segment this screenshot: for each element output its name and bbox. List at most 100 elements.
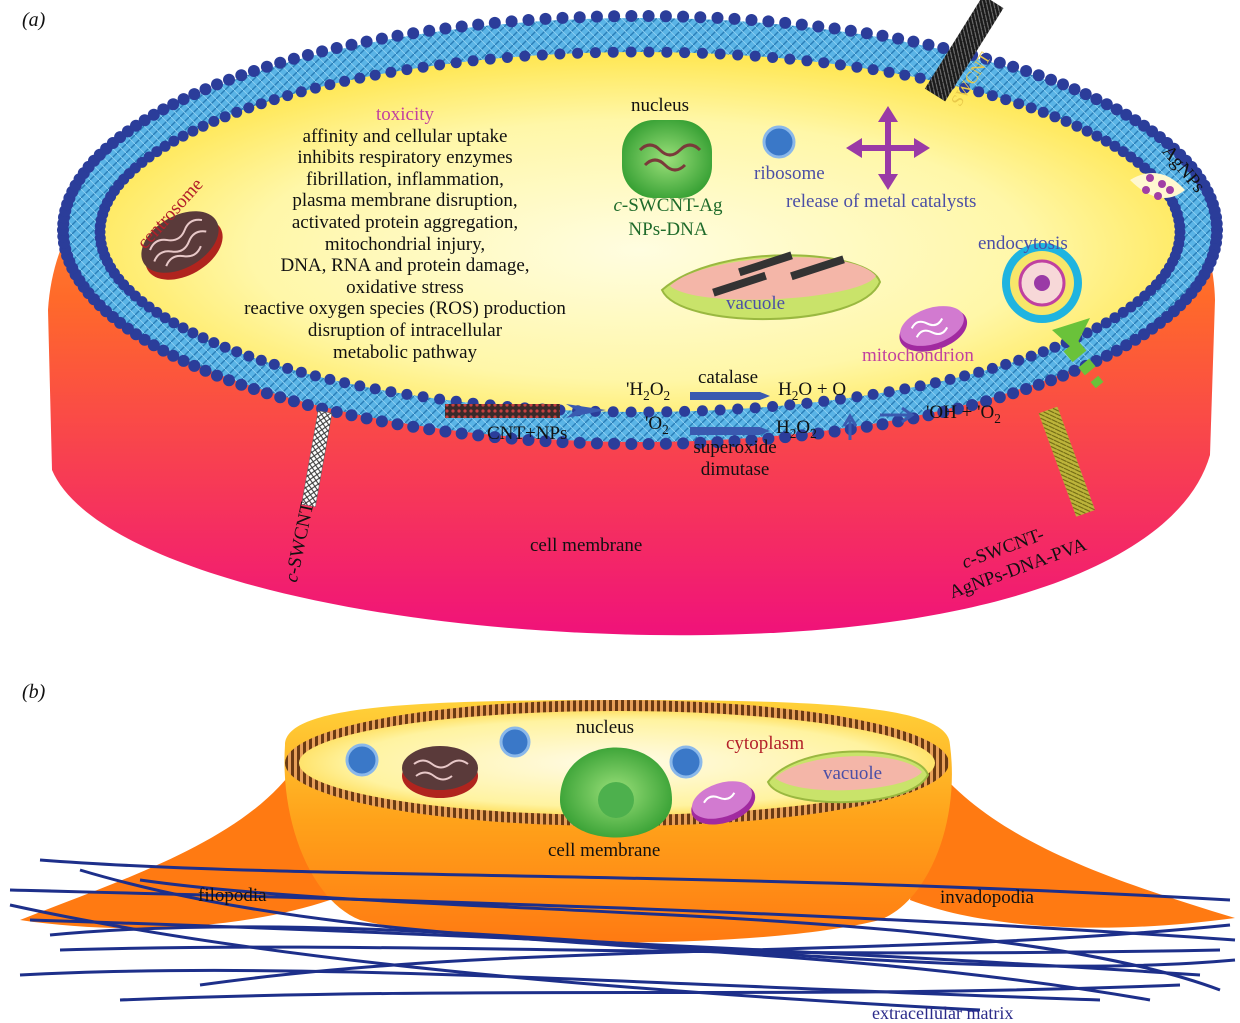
filopodia-protrusion <box>20 760 330 928</box>
membrane-bead <box>506 15 518 27</box>
membrane-bead <box>643 10 655 22</box>
membrane-bead <box>557 12 569 24</box>
membrane-bead <box>302 399 314 411</box>
membrane-bead <box>339 76 350 87</box>
membrane-bead <box>282 363 293 374</box>
membrane-bead <box>456 428 468 440</box>
membrane-bead <box>923 39 935 51</box>
membrane-bead <box>288 53 300 65</box>
membrane-bead <box>1007 61 1019 73</box>
membrane-bead <box>899 70 910 81</box>
membrane-bead <box>1069 83 1081 95</box>
membrane-bead <box>661 47 672 58</box>
toxicity-item: mitochondrial injury, <box>190 234 620 256</box>
membrane-bead <box>767 52 778 63</box>
ribosome-b-1 <box>347 745 377 775</box>
membrane-bead <box>554 49 565 60</box>
membrane-bead <box>750 402 761 413</box>
ecm-fiber <box>20 970 1100 1000</box>
toxicity-item: inhibits respiratory enzymes <box>190 147 620 169</box>
panel-b-letter: (b) <box>22 682 45 702</box>
membrane-bead <box>1080 88 1092 100</box>
membrane-bead <box>746 14 758 26</box>
membrane-bead <box>1071 121 1082 132</box>
membrane-bead <box>401 389 412 400</box>
membrane-bead <box>591 11 603 23</box>
membrane-bead <box>168 136 179 147</box>
membrane-bead <box>288 395 300 407</box>
membrane-bead <box>625 438 637 450</box>
membrane-bead <box>1069 365 1081 377</box>
membrane-bead <box>361 36 373 48</box>
toxicity-item: affinity and cellular uptake <box>190 126 620 148</box>
nucleus-complex-label: c-SWCNT-Ag NPs-DNA <box>588 194 748 242</box>
membrane-bead <box>489 17 501 29</box>
membrane-bead <box>331 406 343 418</box>
membrane-bead <box>472 429 484 441</box>
membrane-bead <box>235 379 247 391</box>
membrane-bead <box>877 418 889 430</box>
membrane-bead <box>502 52 513 63</box>
membrane-bead <box>1091 322 1102 333</box>
h2o2-reactant: 'H2O2 <box>626 380 670 399</box>
membrane-bead <box>1091 131 1102 142</box>
nucleus-organelle <box>622 120 712 198</box>
membrane-bead <box>261 387 273 399</box>
membrane-bead <box>930 377 941 388</box>
membrane-bead <box>407 27 419 39</box>
superoxide-label: superoxide dimutase <box>685 437 785 481</box>
membrane-bead <box>248 383 260 395</box>
membrane-bead <box>1038 346 1049 357</box>
toxicity-item: DNA, RNA and protein damage, <box>190 255 620 277</box>
toxicity-list: toxicity affinity and cellular uptake in… <box>190 104 620 363</box>
endocytosis-label: endocytosis <box>978 234 1068 253</box>
membrane-bead <box>679 406 690 417</box>
membrane-bead <box>732 50 743 61</box>
membrane-bead <box>1174 221 1185 232</box>
toxicity-item: disruption of intracellular <box>190 320 620 342</box>
extracellular-matrix-label: extracellular matrix <box>872 1004 1013 1022</box>
membrane-bead <box>1057 370 1069 382</box>
membrane-bead <box>392 30 404 42</box>
membrane-bead <box>200 365 212 377</box>
membrane-bead <box>188 88 200 100</box>
membrane-bead <box>608 406 619 417</box>
membrane-bead <box>361 412 373 424</box>
membrane-bead <box>1045 74 1057 86</box>
toxicity-item: reactive oxygen species (ROS) production <box>190 298 620 320</box>
membrane-bead <box>451 57 462 68</box>
membrane-bead <box>679 47 690 58</box>
membrane-bead <box>434 59 445 70</box>
membrane-bead <box>574 437 586 449</box>
membrane-bead <box>1038 107 1049 118</box>
membrane-bead <box>590 47 601 58</box>
membrane-bead <box>899 383 910 394</box>
ribosome-b-2 <box>501 728 529 756</box>
membrane-bead <box>937 42 949 54</box>
membrane-bead <box>310 83 321 94</box>
membrane-bead <box>1007 387 1019 399</box>
oh-o2-product: 'OH + 'O2 <box>926 403 1001 422</box>
membrane-bead <box>694 11 706 23</box>
membrane-bead <box>1057 78 1069 90</box>
membrane-bead <box>845 25 857 37</box>
membrane-bead <box>485 54 496 65</box>
centrosome-b <box>402 746 478 798</box>
membrane-bead <box>223 374 235 386</box>
membrane-bead <box>1013 98 1024 109</box>
membrane-bead <box>1033 69 1045 81</box>
membrane-bead <box>200 83 212 95</box>
membrane-bead <box>892 33 904 45</box>
membrane-bead <box>439 426 451 438</box>
membrane-bead <box>994 391 1006 403</box>
nucleus-complex-line2: NPs-DNA <box>588 218 748 242</box>
membrane-bead <box>354 73 365 84</box>
membrane-bead <box>732 404 743 415</box>
toxicity-title: toxicity <box>190 104 620 126</box>
nucleus-complex-line1: c-SWCNT-Ag <box>588 194 748 218</box>
membrane-bead <box>401 64 412 75</box>
toxicity-item: fibrillation, inflammation, <box>190 169 620 191</box>
membrane-bead <box>945 374 956 385</box>
ribosome-b-3 <box>671 747 701 777</box>
catalase-arrow-icon <box>690 392 770 400</box>
